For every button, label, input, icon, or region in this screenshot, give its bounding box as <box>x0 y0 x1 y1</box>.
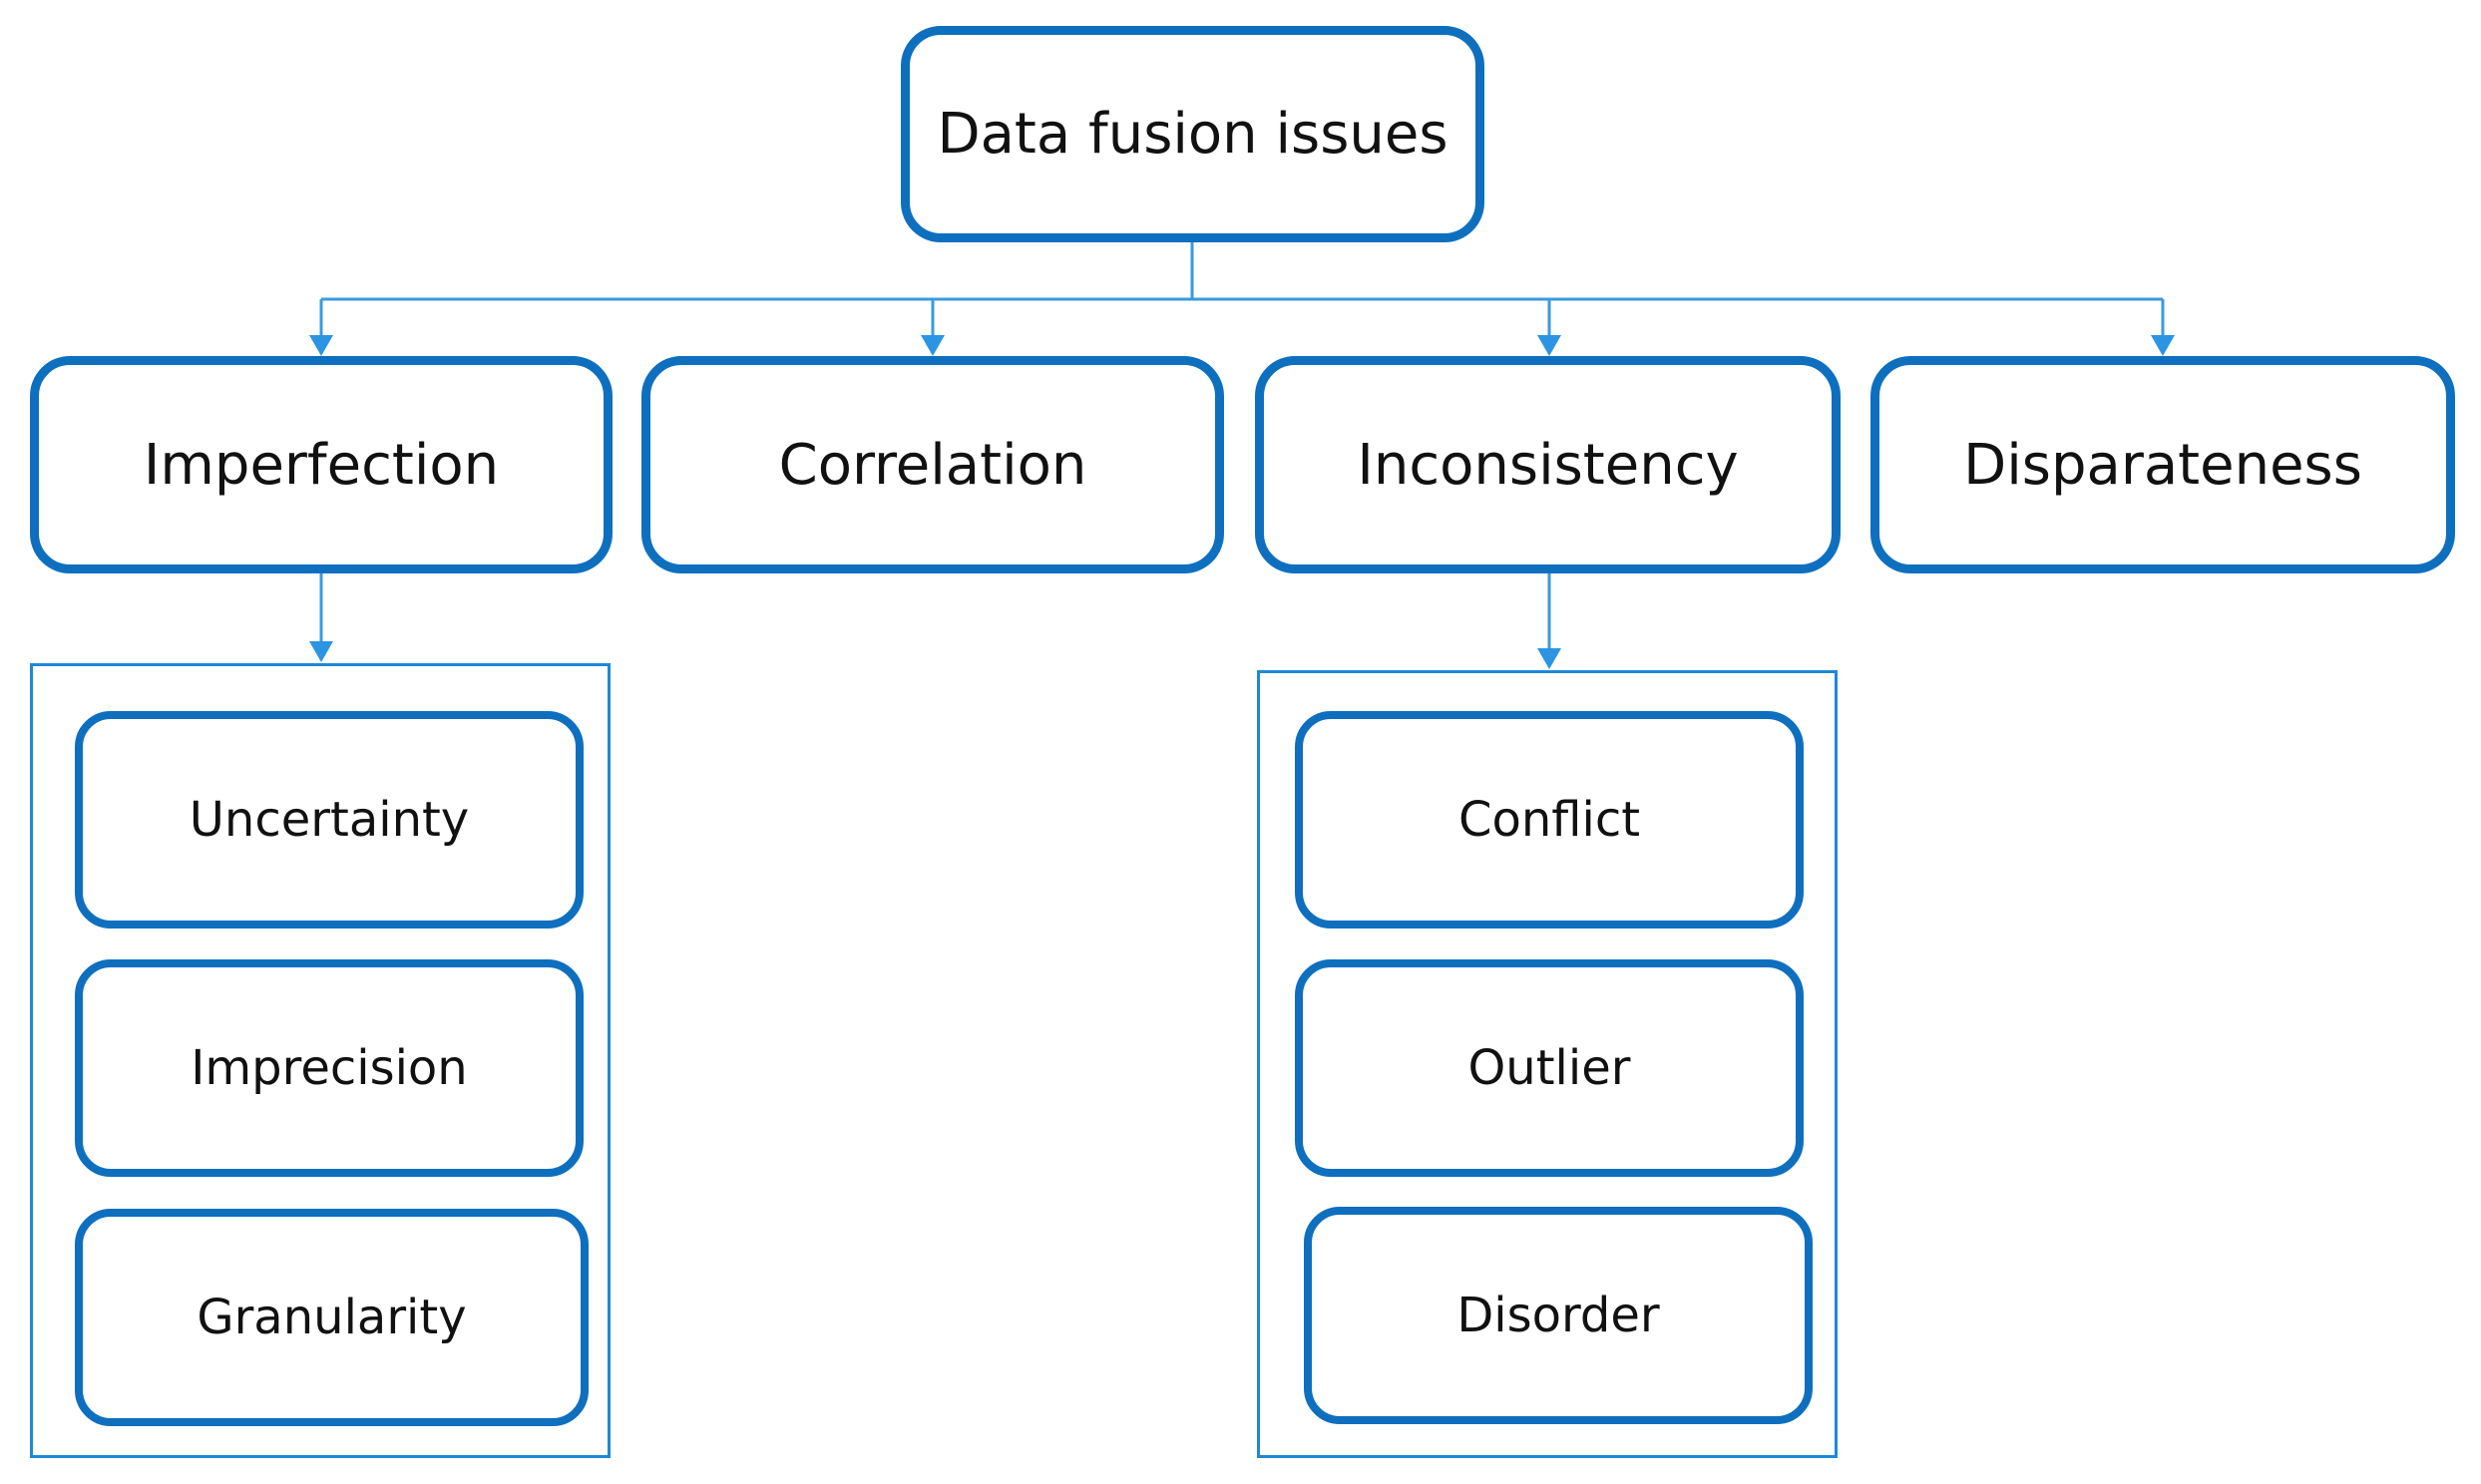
subitem-granularity: Granularity <box>75 1209 589 1426</box>
subitem-outlier: Outlier <box>1295 959 1804 1177</box>
category-correlation: Correlation <box>641 356 1224 573</box>
category-label: Inconsistency <box>1357 432 1739 498</box>
subitem-imprecision: Imprecision <box>75 959 584 1177</box>
subitem-uncertainty: Uncertainty <box>75 711 584 928</box>
category-label: Disparateness <box>1963 432 2362 498</box>
arrowhead-inconsistency-group <box>1537 648 1561 669</box>
arrowhead-imperfection-group <box>309 641 333 662</box>
category-disparateness: Disparateness <box>1870 356 2455 573</box>
category-inconsistency: Inconsistency <box>1255 356 1841 573</box>
inconsistency-subgroup <box>1257 670 1838 1458</box>
subitem-label: Outlier <box>1467 1040 1631 1096</box>
subitem-conflict: Conflict <box>1295 711 1804 928</box>
subitem-label: Disorder <box>1456 1288 1660 1343</box>
subitem-label: Granularity <box>197 1290 467 1345</box>
subitem-label: Imprecision <box>191 1040 468 1096</box>
subitem-label: Conflict <box>1457 792 1641 848</box>
root-label: Data fusion issues <box>937 102 1448 167</box>
subitem-label: Uncertainty <box>189 792 470 848</box>
arrowhead-imperfection <box>309 335 333 356</box>
imperfection-subgroup <box>30 663 611 1458</box>
subitem-disorder: Disorder <box>1304 1207 1813 1424</box>
arrowhead-inconsistency <box>1537 335 1561 356</box>
category-imperfection: Imperfection <box>30 356 613 573</box>
category-label: Imperfection <box>143 432 500 498</box>
root-node: Data fusion issues <box>901 26 1484 242</box>
arrowhead-correlation <box>921 335 945 356</box>
arrowhead-disparateness <box>2151 335 2175 356</box>
category-label: Correlation <box>778 432 1087 498</box>
